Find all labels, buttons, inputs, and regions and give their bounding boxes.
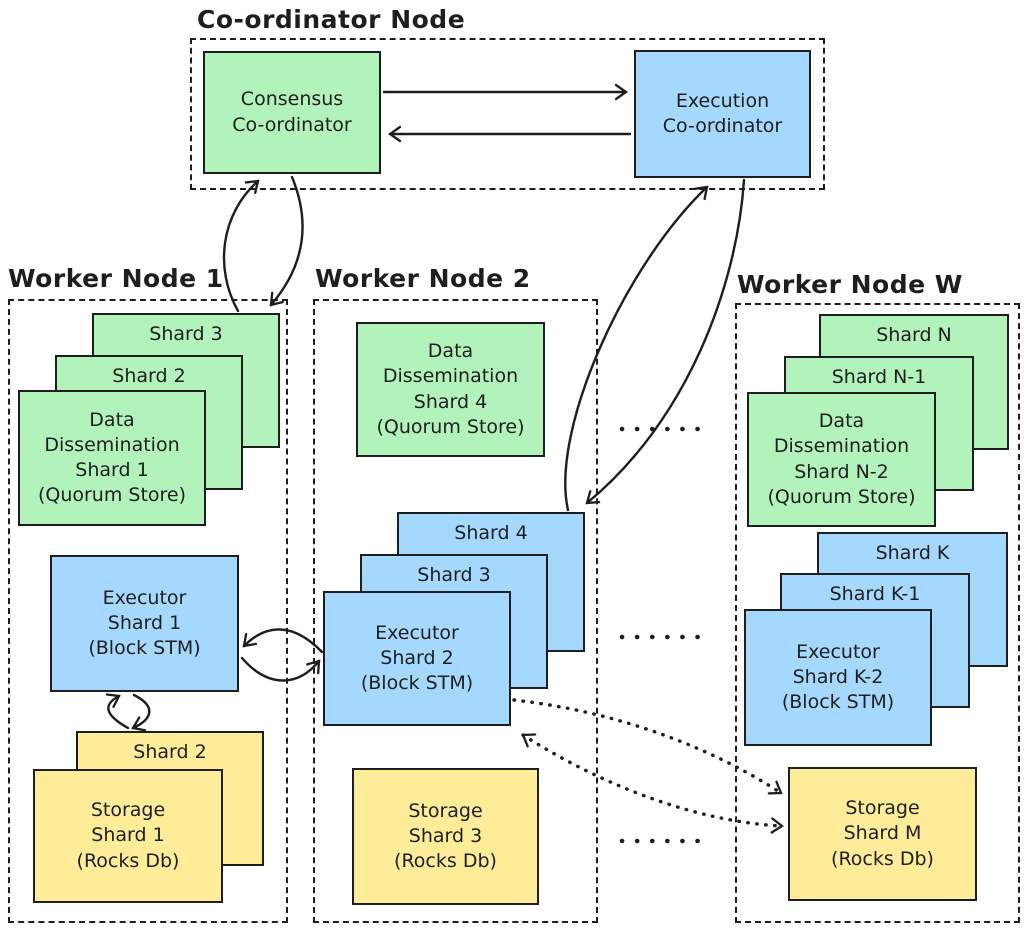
worker1-executor-shard1-label: Executor Shard 1 (Block STM) (88, 586, 201, 660)
worker1-storage-shard1-label: Storage Shard 1 (Rocks Db) (76, 799, 180, 872)
worker2-executor-shard2-box: Executor Shard 2 (Block STM) (323, 591, 511, 726)
workerW-storage-shardM-box: Storage Shard M (Rocks Db) (788, 767, 977, 901)
worker1-storage-shard1-box: Storage Shard 1 (Rocks Db) (33, 769, 223, 903)
workerW-executor-shardK2-box: Executor Shard K-2 (Block STM) (744, 609, 932, 746)
arrow-consensus-to-worker1-quorum (269, 175, 304, 307)
worker2-executor-shard2-label: Executor Shard 2 (Block STM) (360, 621, 474, 695)
worker2-executor-shard3-label: Shard 3 (417, 564, 491, 586)
worker2-storage-shard3-box: Storage Shard 3 (Rocks Db) (352, 768, 539, 905)
coordinator-node-container (190, 38, 825, 190)
worker2-quorum-shard4-box: Data Dissemination Shard 4 (Quorum Store… (356, 322, 545, 457)
worker1-quorum-shard1-label: Data Dissemination Shard 1 (Quorum Store… (37, 408, 187, 507)
workerW-quorum-shardN2-box: Data Dissemination Shard N-2 (Quorum Sto… (747, 392, 936, 527)
worker-node-2-container (313, 299, 598, 923)
workerW-executor-shardK-label: Shard K (875, 542, 950, 564)
workerW-quorum-shardN-label: Shard N (876, 324, 952, 346)
worker-node-w-container (735, 303, 1020, 923)
coordinator-node-title: Co-ordinator Node (197, 5, 466, 34)
workerW-executor-shardK2-label: Executor Shard K-2 (Block STM) (781, 640, 895, 714)
worker1-storage-shard2-label: Shard 2 (133, 741, 207, 763)
consensus-coordinator-label: Consensus Co-ordinator (232, 88, 352, 136)
workerW-executor-shardK1-label: Shard K-1 (829, 583, 921, 605)
worker1-quorum-shard3-label: Shard 3 (149, 323, 223, 345)
worker1-quorum-shard1-box: Data Dissemination Shard 1 (Quorum Store… (18, 390, 206, 526)
workerW-quorum-shardN2-label: Data Dissemination Shard N-2 (Quorum Sto… (767, 410, 916, 508)
worker-node-1-container (8, 299, 288, 923)
workerW-quorum-shardN1-label: Shard N-1 (831, 366, 927, 388)
workerW-storage-shardM-label: Storage Shard M (Rocks Db) (831, 797, 934, 870)
worker1-quorum-shard2-label: Shard 2 (112, 365, 186, 387)
worker-node-2-title: Worker Node 2 (315, 264, 531, 293)
consensus-coordinator-box: Consensus Co-ordinator (203, 51, 381, 174)
execution-coordinator-box: Execution Co-ordinator (634, 50, 811, 178)
worker2-storage-shard3-label: Storage Shard 3 (Rocks Db) (394, 799, 497, 873)
worker2-executor-shard4-label: Shard 4 (454, 522, 528, 544)
arrow-worker1-quorum-to-consensus (222, 179, 260, 313)
worker1-executor-shard1-box: Executor Shard 1 (Block STM) (50, 555, 239, 692)
arrow-execution-to-worker2-executor (585, 178, 746, 505)
worker-node-w-title: Worker Node W (737, 270, 963, 299)
worker2-quorum-shard4-label: Data Dissemination Shard 4 (Quorum Store… (376, 340, 525, 438)
worker-node-1-title: Worker Node 1 (8, 264, 224, 293)
execution-coordinator-label: Execution Co-ordinator (662, 89, 783, 137)
